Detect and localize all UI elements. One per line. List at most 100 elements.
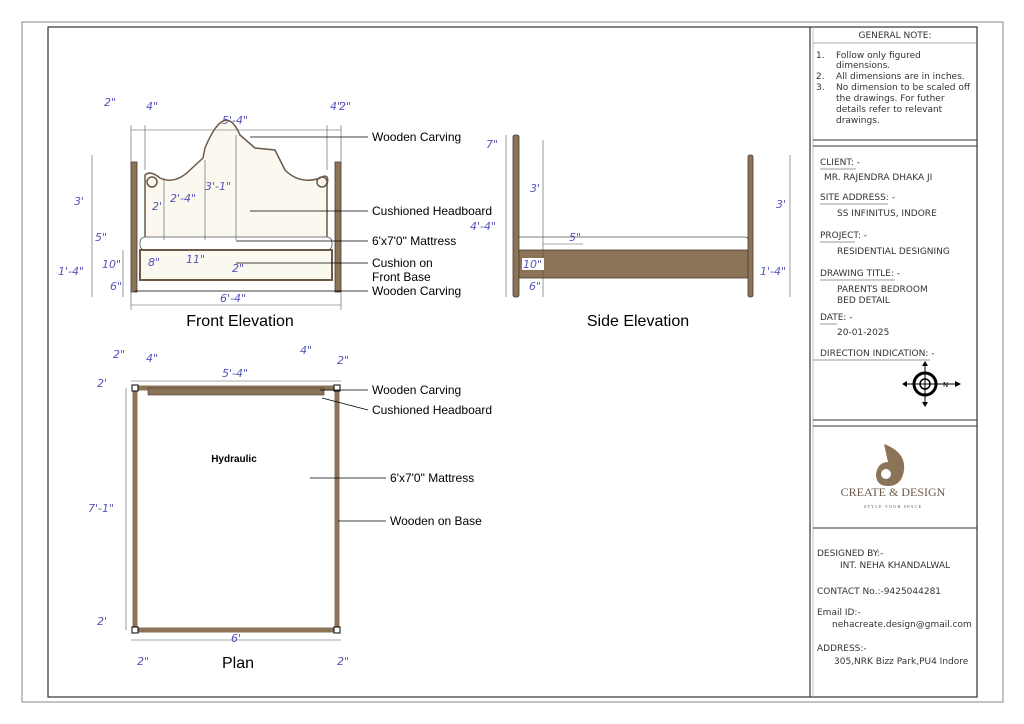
title-block: GENERAL NOTE: 1. Follow only figured dim… [813, 31, 977, 667]
bed-post [747, 154, 754, 298]
dimension-label: 7'-1" [88, 502, 114, 515]
site-label: SITE ADDRESS: - [820, 193, 895, 203]
dimension-label: 5" [95, 231, 107, 244]
dimension-label: 2" [337, 655, 349, 668]
dimension-label: 8" [148, 256, 160, 269]
bed-post [334, 161, 342, 293]
outer-border [21, 21, 1004, 703]
email-value[interactable]: nehacreate.design@gmail.com [832, 620, 972, 630]
designer-name: INT. NEHA KHANDALWAL [840, 561, 950, 571]
cushioned-headboard [144, 119, 329, 241]
dimension-label: 2' [97, 377, 107, 390]
front-elevation-title: Front Elevation [186, 313, 294, 330]
front-base-cushion [139, 249, 333, 281]
north-compass-icon: N [902, 361, 961, 407]
dimension-label: 2' [97, 615, 107, 628]
note-text: drawings. [836, 116, 880, 126]
dimension-label: 1'-4" [58, 265, 84, 278]
address-value: 305,NRK Bizz Park,PU4 Indore [834, 657, 969, 667]
dimension-label: 4'-4" [470, 220, 496, 233]
note-number: 3. [816, 83, 825, 93]
dimension-label: 2" [232, 262, 244, 275]
note-text: dimensions. [836, 61, 890, 71]
logo-name: CREATE & DESIGN [841, 485, 946, 499]
callout-label: Wooden Carving [372, 130, 461, 144]
dimension-label: 6" [110, 280, 122, 293]
svg-text:N: N [943, 381, 948, 389]
dimension-label: 3' [776, 198, 786, 211]
dimension-label: 3' [74, 195, 84, 208]
designed-by-label: DESIGNED BY:- [817, 549, 883, 559]
direction-label: DIRECTION INDICATION: - [820, 349, 934, 359]
site-value: SS INFINITUS, INDORE [837, 209, 937, 219]
client-value: MR. RAJENDRA DHAKA JI [824, 173, 932, 183]
dimension-label: 3' [530, 182, 540, 195]
project-value: RESIDENTIAL DESIGNING [837, 247, 950, 257]
side-elevation: 7" 3' 4'-4" 5" 10" 6" 3' 1'-4" Side Elev… [470, 134, 791, 330]
side-rail [516, 249, 751, 279]
note-number: 2. [816, 72, 825, 82]
headboard [147, 387, 325, 396]
callout-label: Cushion on [372, 256, 433, 270]
bed-post [512, 134, 520, 298]
dimension-label: 2" [113, 348, 125, 361]
dimension-label: 4" [146, 100, 158, 113]
plan-view: Hydraulic 2" 4" 5'-4" 4" 2" 2' 7'-1" 2' … [88, 344, 492, 672]
drawing-title-value: PARENTS BEDROOM [837, 285, 928, 295]
dimension-label: 4" [300, 344, 312, 357]
callout-label: Front Base [372, 270, 431, 284]
callout-label: Wooden Carving [372, 284, 461, 298]
dimension-label: 5" [569, 231, 581, 244]
dimension-label: 4" [146, 352, 158, 365]
dimension-label: 2" [339, 100, 351, 113]
callout-label: Cushioned Headboard [372, 403, 492, 417]
dimension-label: 2" [137, 655, 149, 668]
drawing-title-label: DRAWING TITLE: - [820, 269, 900, 279]
dimension-label: 2'-4" [170, 192, 196, 205]
callout-label: Cushioned Headboard [372, 204, 492, 218]
bed-post [130, 161, 138, 293]
client-label: CLIENT: - [820, 158, 860, 168]
drawing-title-value: BED DETAIL [837, 296, 890, 306]
address-label: ADDRESS:- [817, 644, 867, 654]
dimension-label: 2" [104, 96, 116, 109]
date-value: 20-01-2025 [837, 328, 889, 338]
bed-frame [132, 385, 340, 633]
inner-border [47, 26, 978, 698]
contact: CONTACT No.:-9425044281 [817, 587, 941, 597]
logo-tagline: STYLE YOUR SPACE [864, 504, 922, 509]
dimension-label: 10" [102, 258, 121, 271]
dimension-label: 5'-4" [222, 114, 248, 127]
dimension-label: 6'-4" [220, 292, 246, 305]
callout-label: Wooden on Base [390, 514, 482, 528]
date-label: DATE: - [820, 313, 853, 323]
dimension-label: 7" [486, 138, 498, 151]
note-number: 1. [816, 51, 825, 61]
note-text: details refer to relevant [836, 105, 943, 115]
general-note-heading: GENERAL NOTE: [858, 31, 931, 41]
note-text: Follow only figured [836, 51, 921, 61]
project-label: PROJECT: - [820, 231, 867, 241]
callout-label: 6'x7'0" Mattress [372, 234, 456, 248]
callout-label: 6'x7'0" Mattress [390, 471, 474, 485]
dimension-label: 10" [523, 258, 542, 271]
front-elevation: 2" 4" 5'-4" 4" 2" 3' 3'-1" 2'-4" 2' 5" 1… [58, 96, 492, 330]
note-text: No dimension to be scaled off [836, 83, 971, 93]
note-text: the drawings. For futher [836, 94, 945, 104]
email-label: Email ID:- [817, 608, 861, 618]
callout-label: Wooden Carving [372, 383, 461, 397]
dimension-label: 6" [529, 280, 541, 293]
dimension-label: 2" [337, 354, 349, 367]
dimension-label: 1'-4" [760, 265, 786, 278]
note-text: All dimensions are in inches. [836, 72, 965, 82]
side-elevation-title: Side Elevation [587, 313, 689, 330]
plan-title: Plan [222, 655, 254, 672]
dimension-label: 4" [330, 100, 342, 113]
front-dimensions: 2" 4" 5'-4" 4" 2" 3' 3'-1" 2'-4" 2' 5" 1… [58, 96, 351, 305]
dimension-label: 3'-1" [205, 180, 231, 193]
company-logo: CREATE & DESIGN STYLE YOUR SPACE [841, 444, 946, 509]
dimension-label: 6' [231, 632, 241, 645]
hydraulic-note: Hydraulic [211, 454, 257, 465]
dimension-label: 2' [152, 200, 162, 213]
